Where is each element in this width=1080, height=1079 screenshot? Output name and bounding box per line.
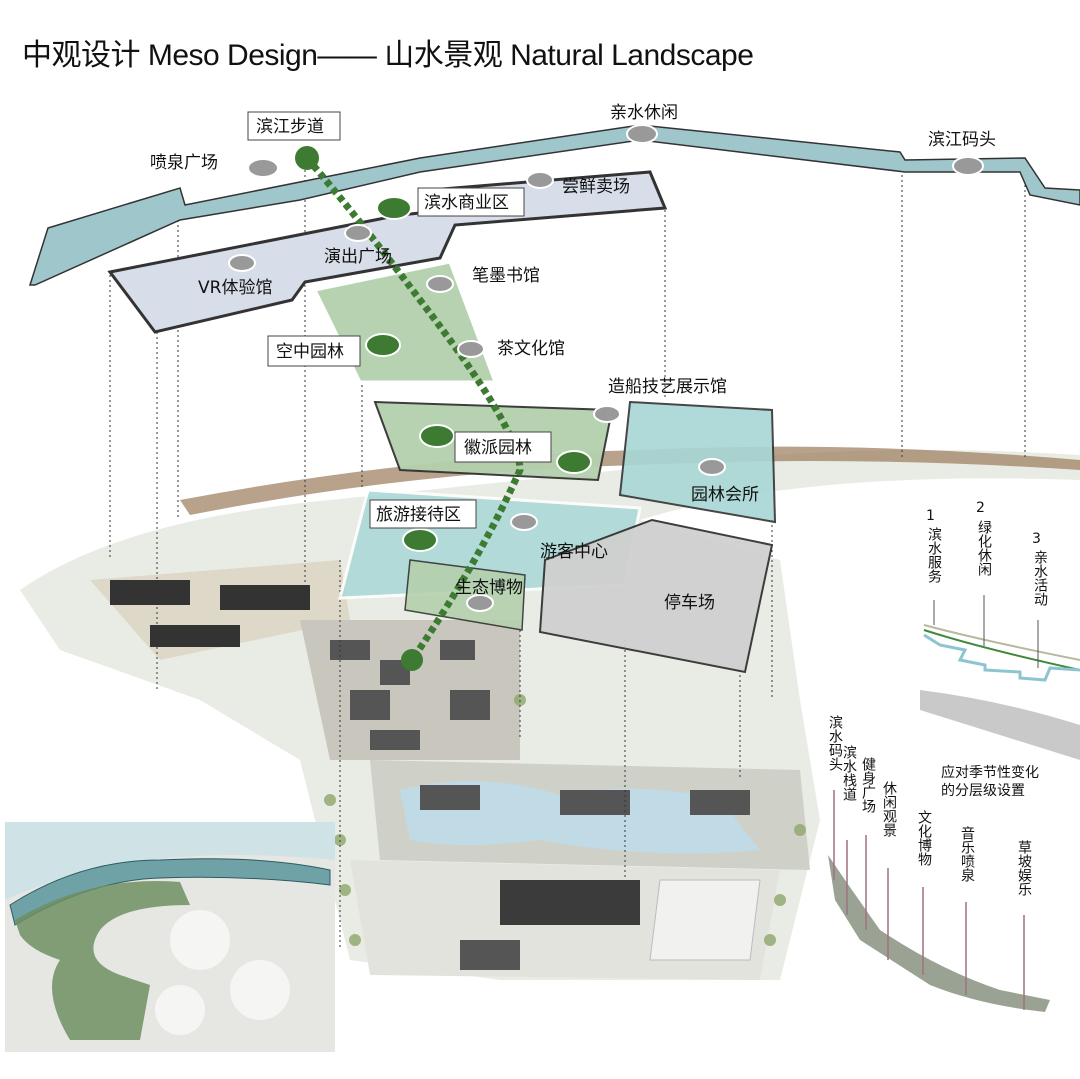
seasonal-note: 应对季节性变化 bbox=[941, 764, 1039, 781]
label-visitor-center: 游客中心 bbox=[540, 542, 608, 562]
svg-text:文化博物: 文化博物 bbox=[916, 810, 932, 867]
label-seafood-market: 尝鲜卖场 bbox=[562, 177, 630, 197]
svg-text:2: 2 bbox=[976, 500, 985, 516]
label-sky-garden: 空中园林 bbox=[267, 335, 361, 367]
label-vr-hall: VR体验馆 bbox=[198, 278, 272, 298]
svg-text:徽派园林: 徽派园林 bbox=[464, 438, 532, 458]
label-calligraphy-hall: 笔墨书馆 bbox=[472, 266, 540, 286]
label-hui-garden: 徽派园林 bbox=[454, 431, 552, 463]
site-plan-base bbox=[20, 446, 1080, 980]
svg-text:滨水栈道: 滨水栈道 bbox=[841, 745, 857, 802]
label-waterside-leisure: 亲水休闲 bbox=[610, 103, 678, 123]
svg-text:滨水服务: 滨水服务 bbox=[926, 527, 942, 583]
svg-text:滨水商业区: 滨水商业区 bbox=[424, 193, 509, 213]
svg-text:空中园林: 空中园林 bbox=[276, 342, 344, 362]
label-fountain-plaza: 喷泉广场 bbox=[150, 153, 218, 173]
label-tea-culture-hall: 茶文化馆 bbox=[497, 339, 565, 359]
svg-text:草坡娱乐: 草坡娱乐 bbox=[1016, 840, 1032, 896]
label-riverside-pier: 滨江码头 bbox=[928, 130, 996, 150]
edge-strip-diagram: 滨水码头 滨水栈道 健身广场 休闲观景 文化博物 音乐喷泉 草坡娱乐 bbox=[827, 715, 1050, 1012]
svg-text:的分层级设置: 的分层级设置 bbox=[941, 783, 1025, 799]
label-garden-club: 园林会所 bbox=[691, 485, 759, 505]
label-parking: 停车场 bbox=[664, 593, 715, 613]
svg-text:滨江步道: 滨江步道 bbox=[256, 117, 324, 137]
layer-section-diagram: 1 2 3 滨水服务 绿化休闲 亲水活动 应对季节性变化 的分层级设置 bbox=[920, 500, 1080, 799]
page-title: 中观设计 Meso Design—— 山水景观 Natural Landscap… bbox=[22, 39, 754, 72]
label-waterside-commercial: 滨水商业区 bbox=[417, 187, 525, 217]
svg-text:绿化休闲: 绿化休闲 bbox=[976, 520, 992, 577]
markers bbox=[228, 124, 984, 671]
label-tourist-reception: 旅游接待区 bbox=[369, 499, 477, 529]
label-performance-plaza: 演出广场 bbox=[324, 247, 392, 267]
svg-text:滨水码头: 滨水码头 bbox=[827, 715, 843, 771]
svg-text:3: 3 bbox=[1032, 531, 1041, 547]
eco-museum-zone bbox=[404, 559, 526, 631]
river-zone bbox=[28, 124, 1080, 286]
location-inset-map bbox=[5, 822, 335, 1052]
svg-text:音乐喷泉: 音乐喷泉 bbox=[959, 825, 975, 882]
svg-text:亲水活动: 亲水活动 bbox=[1032, 550, 1048, 607]
svg-text:旅游接待区: 旅游接待区 bbox=[376, 505, 461, 525]
label-riverfront-walk: 滨江步道 bbox=[247, 111, 341, 141]
parking-zone bbox=[538, 518, 774, 674]
label-shipbuilding-hall: 造船技艺展示馆 bbox=[608, 377, 727, 397]
svg-text:健身广场: 健身广场 bbox=[860, 757, 876, 814]
garden-club-zone bbox=[618, 400, 777, 524]
label-eco-museum: 生态博物 bbox=[455, 578, 523, 598]
svg-text:休闲观景: 休闲观景 bbox=[881, 781, 897, 837]
svg-text:1: 1 bbox=[926, 508, 935, 524]
